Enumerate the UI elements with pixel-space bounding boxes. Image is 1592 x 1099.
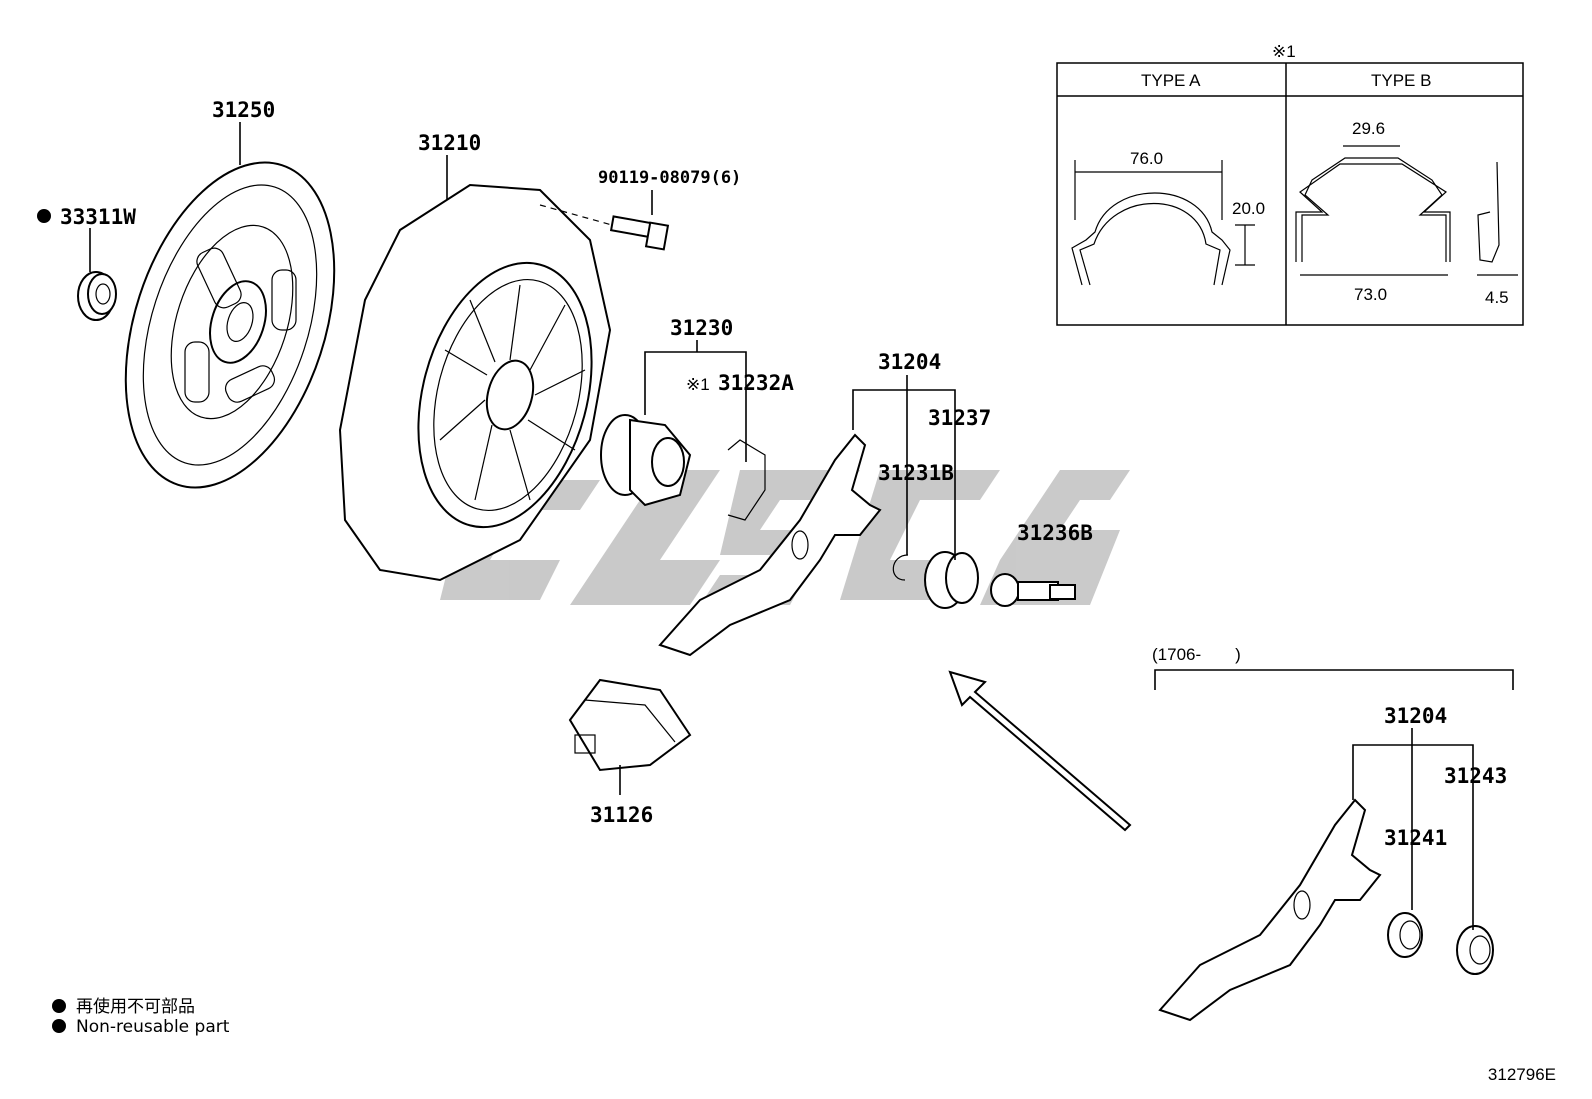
label-31204-alt: 31204 bbox=[1384, 704, 1447, 728]
label-31231b: 31231B bbox=[878, 461, 954, 485]
legend-item-en: Non-reusable part bbox=[52, 1017, 229, 1037]
type-b-thickness: 4.5 bbox=[1485, 288, 1509, 307]
bullet-icon bbox=[52, 999, 66, 1013]
pointer-arrow bbox=[948, 670, 1132, 832]
label-31241: 31241 bbox=[1384, 826, 1447, 850]
label-31243: 31243 bbox=[1444, 764, 1507, 788]
release-fork-alt bbox=[1158, 798, 1494, 1022]
note-marker: ※1 bbox=[686, 375, 710, 394]
clutch-disc-31250 bbox=[124, 161, 336, 489]
watermark-logo bbox=[440, 470, 1130, 605]
label-31126: 31126 bbox=[590, 803, 653, 827]
inset-clip-types: ※1 TYPE A TYPE B 76.0 20.0 29.6 bbox=[1056, 42, 1524, 326]
label-31232a: 31232A bbox=[718, 371, 794, 395]
variant-range: (1706- ) bbox=[1152, 645, 1241, 664]
inset-marker: ※1 bbox=[1272, 42, 1296, 61]
type-a-clip bbox=[1071, 160, 1255, 286]
type-b-top-width: 29.6 bbox=[1352, 119, 1385, 138]
label-31210: 31210 bbox=[418, 131, 481, 155]
label-31237: 31237 bbox=[928, 406, 991, 430]
clip-31232a bbox=[727, 439, 766, 521]
legend-text-jp: 再使用不可部品 bbox=[76, 997, 195, 1017]
leader-lines bbox=[89, 122, 1514, 930]
type-a-height: 20.0 bbox=[1232, 199, 1265, 218]
clip-31231b bbox=[892, 554, 909, 581]
legend-item-jp: 再使用不可部品 bbox=[52, 992, 195, 1017]
non-reusable-dot bbox=[37, 209, 51, 223]
pivot-31236b bbox=[990, 573, 1076, 607]
release-bearing-31230 bbox=[600, 414, 692, 507]
label-31236b: 31236B bbox=[1017, 521, 1093, 545]
insulator-31126 bbox=[568, 678, 692, 772]
legend-text-en: Non-reusable part bbox=[76, 1017, 230, 1037]
boot-31237 bbox=[924, 551, 979, 609]
label-31204: 31204 bbox=[878, 350, 941, 374]
type-a-width: 76.0 bbox=[1130, 149, 1163, 168]
type-b-width: 73.0 bbox=[1354, 285, 1387, 304]
part-labels: 33311W 31250 31210 90119-08079(6) 31230 … bbox=[37, 98, 1507, 850]
release-fork-31204 bbox=[658, 433, 882, 657]
bolt-90119 bbox=[539, 204, 670, 251]
label-90119: 90119-08079(6) bbox=[598, 168, 741, 188]
clutch-cover-31210 bbox=[338, 183, 612, 582]
type-b-header: TYPE B bbox=[1371, 71, 1431, 90]
pilot-bearing-33311w bbox=[77, 271, 117, 321]
diagram-ref-code: 312796E bbox=[1487, 1065, 1556, 1084]
label-31230: 31230 bbox=[670, 316, 733, 340]
label-31250: 31250 bbox=[212, 98, 275, 122]
bullet-icon bbox=[52, 1019, 66, 1033]
type-a-header: TYPE A bbox=[1141, 71, 1201, 90]
label-33311w: 33311W bbox=[60, 205, 136, 229]
type-b-clip bbox=[1295, 145, 1518, 276]
